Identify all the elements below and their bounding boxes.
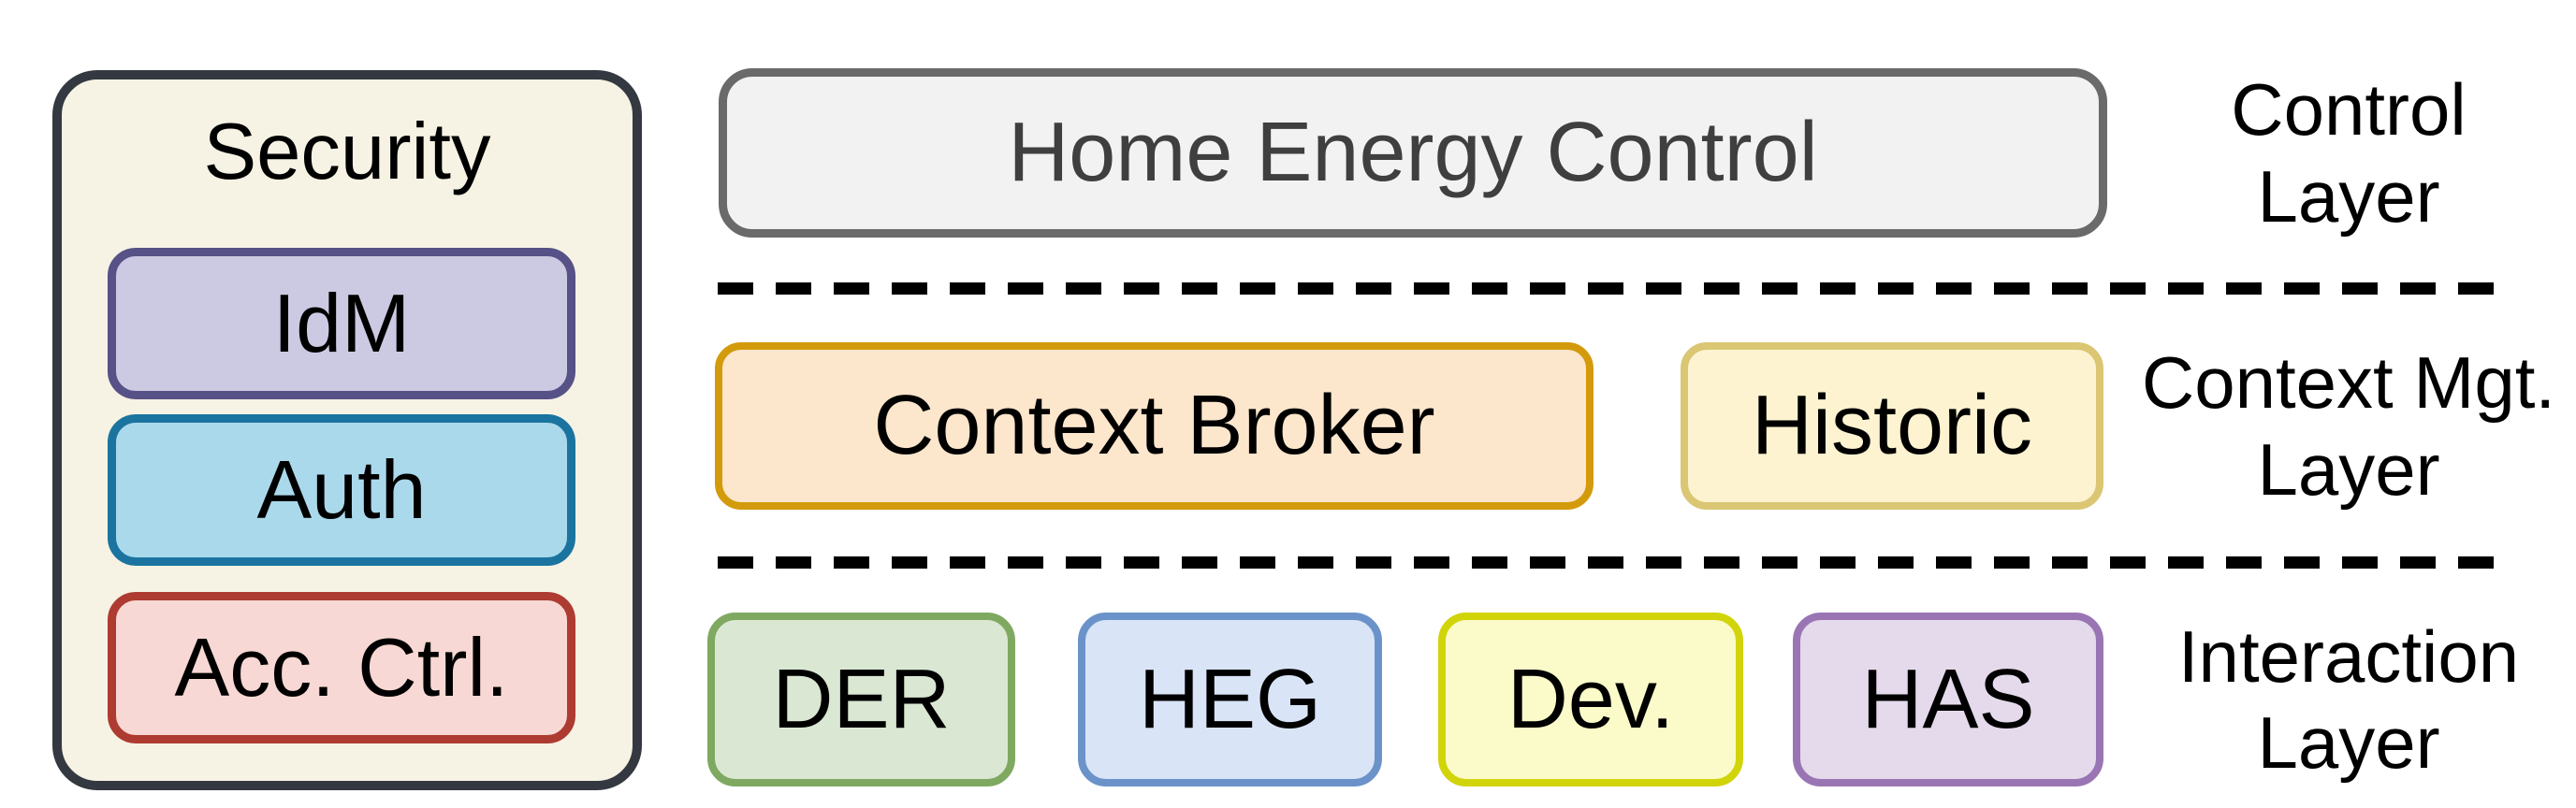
historic-label: Historic xyxy=(1751,379,2032,472)
auth-box: Auth xyxy=(108,414,575,566)
home-energy-control-box: Home Energy Control xyxy=(719,68,2107,238)
divider-control-context xyxy=(718,282,2514,295)
heg-box: HEG xyxy=(1078,613,1382,786)
security-panel-title: Security xyxy=(203,108,491,196)
context-mgt-layer-label-line2: Layer xyxy=(2257,427,2440,511)
security-panel: Security IdM Auth Acc. Ctrl. xyxy=(52,70,642,790)
historic-box: Historic xyxy=(1681,342,2103,510)
dev-box: Dev. xyxy=(1438,613,1743,786)
context-broker-label: Context Broker xyxy=(873,379,1435,472)
interaction-layer-label-line2: Layer xyxy=(2257,701,2440,784)
access-control-box: Acc. Ctrl. xyxy=(108,592,575,743)
context-mgt-layer-label-line1: Context Mgt. xyxy=(2141,341,2556,425)
has-box: HAS xyxy=(1793,613,2103,786)
idm-box-label: IdM xyxy=(272,277,411,369)
interaction-layer-label: Interaction Layer xyxy=(2133,613,2564,786)
control-layer-label: Control Layer xyxy=(2133,68,2564,238)
context-broker-box: Context Broker xyxy=(715,342,1594,510)
dev-label: Dev. xyxy=(1506,652,1675,746)
context-mgt-layer-label: Context Mgt. Layer xyxy=(2133,341,2564,511)
access-control-box-label: Acc. Ctrl. xyxy=(174,621,509,714)
idm-box: IdM xyxy=(108,248,575,399)
der-label: DER xyxy=(772,652,951,746)
home-energy-control-label: Home Energy Control xyxy=(1008,106,1818,199)
divider-context-interaction xyxy=(718,556,2514,569)
interaction-layer-label-line1: Interaction xyxy=(2177,614,2520,698)
auth-box-label: Auth xyxy=(256,443,427,536)
has-label: HAS xyxy=(1861,652,2035,746)
heg-label: HEG xyxy=(1138,652,1322,746)
der-box: DER xyxy=(707,613,1015,786)
control-layer-label-line2: Layer xyxy=(2257,154,2440,238)
control-layer-label-line1: Control xyxy=(2231,68,2467,152)
